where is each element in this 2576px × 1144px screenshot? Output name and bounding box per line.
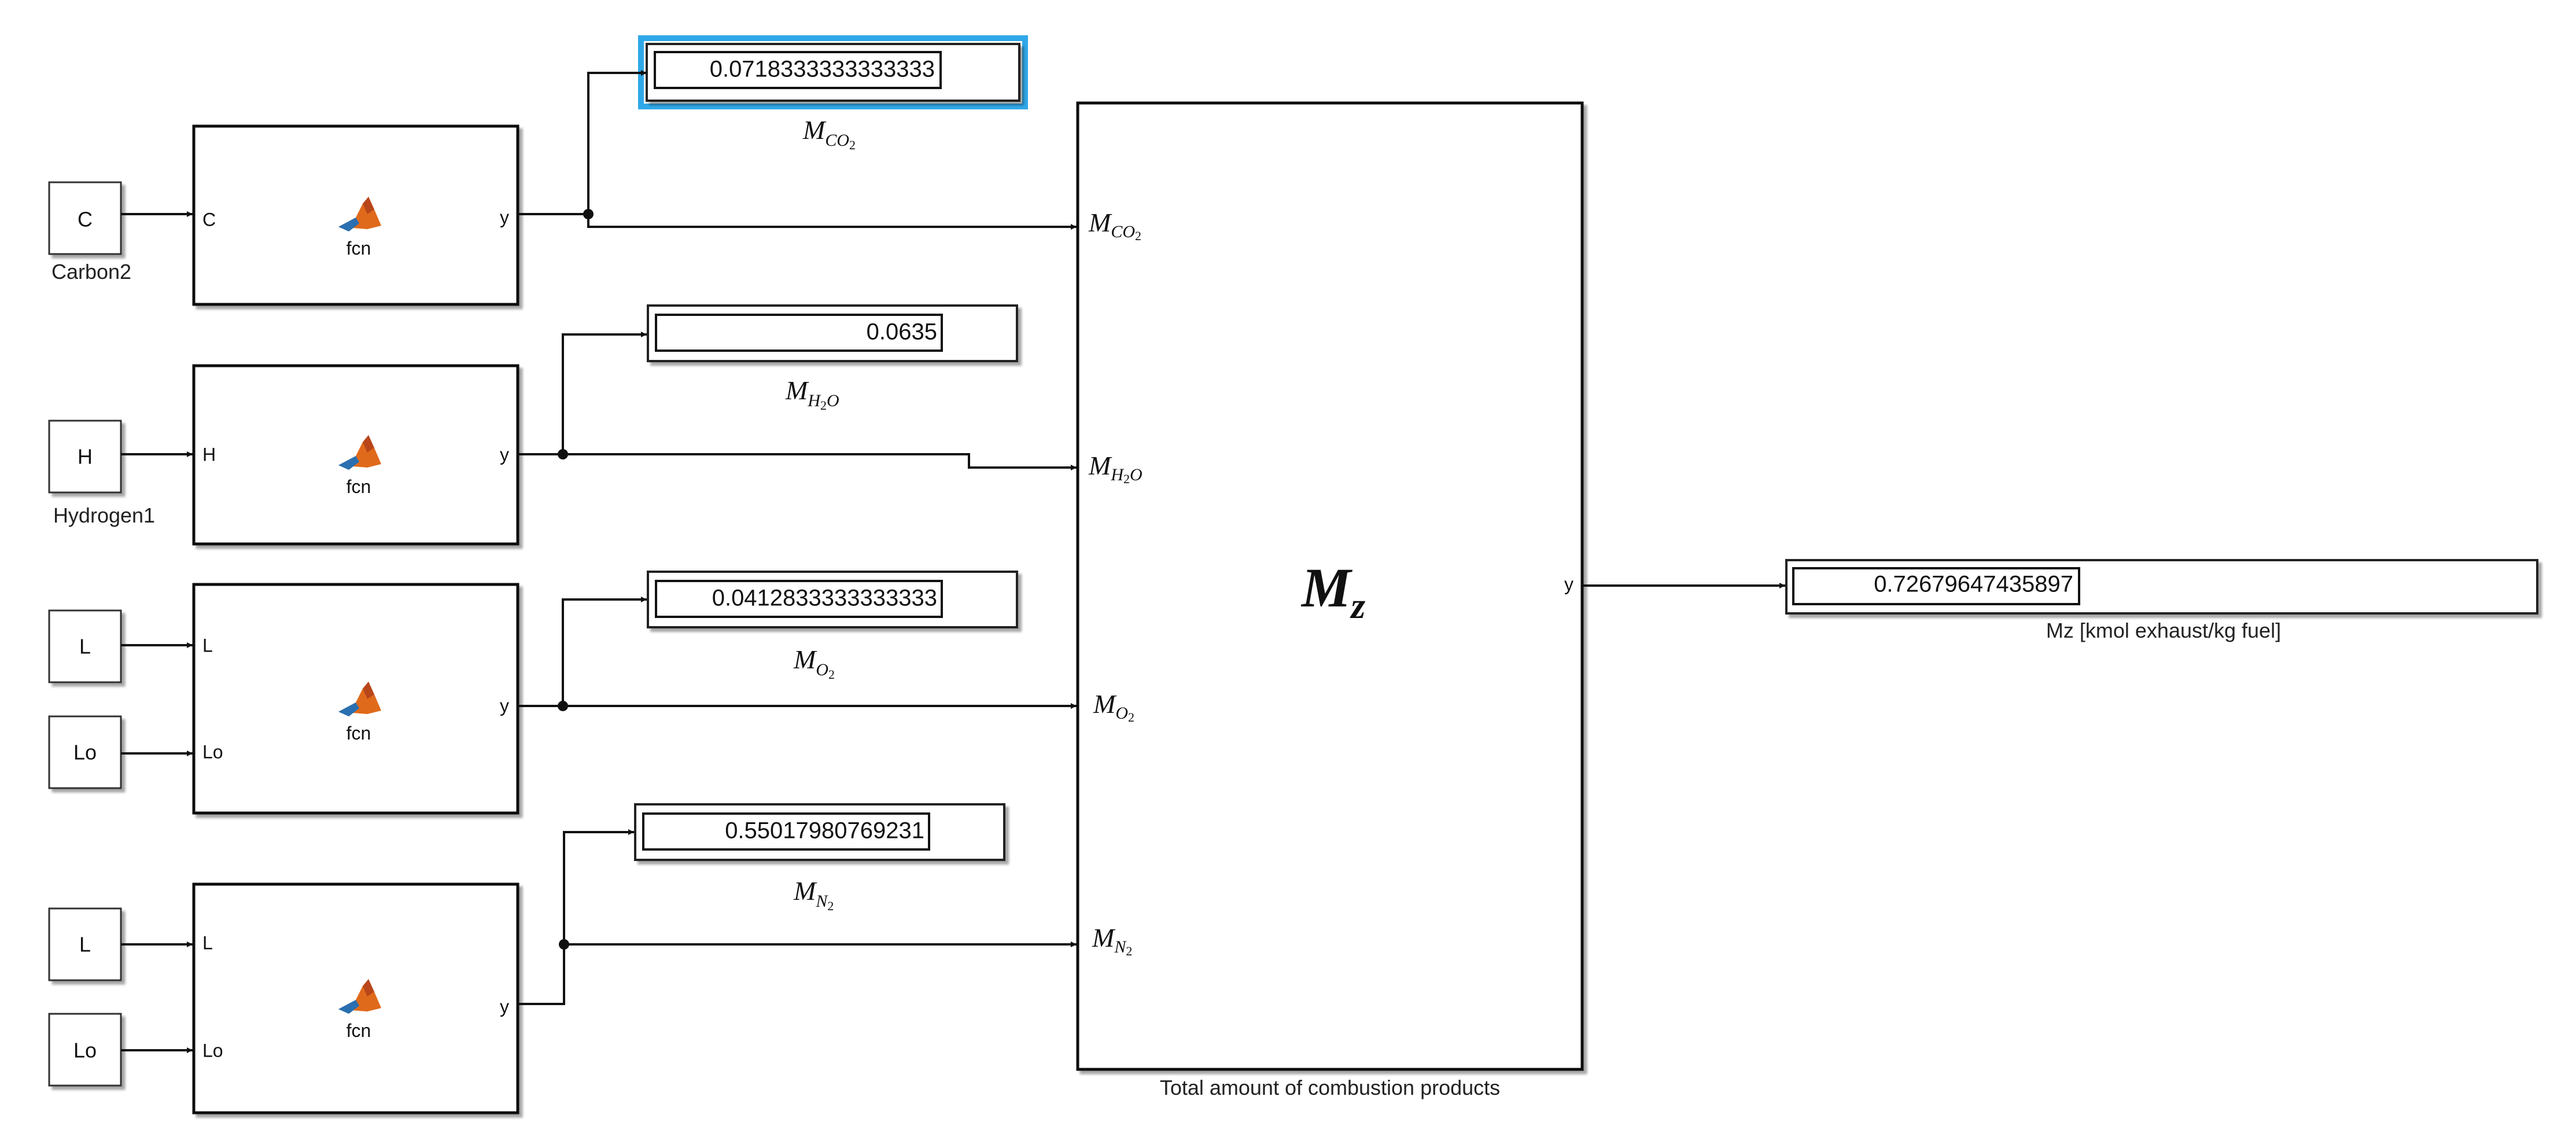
fcn-1-name: fcn xyxy=(347,238,371,259)
mz-port-n2: MN2 xyxy=(1092,923,1132,958)
signal-n2-display[interactable] xyxy=(518,829,634,1005)
fcn-2-output-port: y xyxy=(500,444,509,465)
fcn-4-input-port-l: L xyxy=(202,932,213,953)
matlab-logo-icon xyxy=(338,682,381,716)
fcn-4-name: fcn xyxy=(347,1020,371,1041)
display-mz-value: 0.72679647435897 xyxy=(1874,572,2073,597)
display-o2-value: 0.0412833333333333 xyxy=(712,586,937,611)
branch-dot-h2o xyxy=(558,449,568,459)
signal-lines xyxy=(121,70,1785,1053)
fcn-2-name: fcn xyxy=(347,476,371,497)
mz-port-h2o: MH2O xyxy=(1088,451,1143,486)
label-m-h2o: MH2O xyxy=(785,376,839,413)
display-co2-value: 0.0718333333333333 xyxy=(710,57,935,82)
fcn-2-input-port: H xyxy=(202,444,216,465)
branch-dot-o2 xyxy=(558,701,568,711)
signal-co2-mz[interactable] xyxy=(587,214,1077,230)
fcn-4-output-port: y xyxy=(500,996,509,1017)
display-n2[interactable]: 0.55017980769231 xyxy=(634,803,1005,861)
constant-block-lo-1[interactable]: Lo xyxy=(48,715,122,789)
label-m-n2: MN2 xyxy=(793,876,834,913)
fcn-3-name: fcn xyxy=(347,723,371,744)
fcn-1-output-port: y xyxy=(500,207,509,227)
constant-l-1-label: L xyxy=(79,635,91,659)
constant-block-h[interactable]: H xyxy=(48,420,122,494)
signal-o2-display[interactable] xyxy=(518,597,647,707)
fcn-3-output-port: y xyxy=(500,695,509,716)
branch-dot-co2 xyxy=(583,209,594,219)
matlab-logo-icon xyxy=(338,197,381,231)
fcn-1-input-port: C xyxy=(202,209,216,230)
fcn-3-input-port-lo: Lo xyxy=(202,741,223,762)
display-n2-value: 0.55017980769231 xyxy=(725,818,924,844)
fcn-block-4[interactable]: L Lo y fcn xyxy=(192,882,519,1114)
svg-text:MO2: MO2 xyxy=(793,645,835,682)
constant-lo-1-label: Lo xyxy=(73,741,97,764)
display-co2[interactable]: 0.0718333333333333 xyxy=(638,35,1028,109)
branch-points xyxy=(558,209,594,950)
display-mz-caption: Mz [kmol exhaust/kg fuel] xyxy=(2046,619,2281,642)
signal-h2o-mz[interactable] xyxy=(563,453,1077,470)
svg-text:MN2: MN2 xyxy=(793,876,834,913)
mz-block[interactable]: Mz y MCO2 MH2O MO2 MN2 xyxy=(1076,101,1584,1071)
mz-block-caption: Total amount of combustion products xyxy=(1160,1076,1500,1099)
constant-c-label: C xyxy=(78,208,93,231)
mz-port-co2: MCO2 xyxy=(1088,208,1141,243)
fcn-block-3[interactable]: L Lo y fcn xyxy=(192,583,519,815)
label-m-o2: MO2 xyxy=(793,645,835,682)
constant-block-c[interactable]: C xyxy=(48,181,122,255)
carbon-caption: Carbon2 xyxy=(51,260,131,284)
display-o2[interactable]: 0.0412833333333333 xyxy=(647,571,1018,628)
label-m-co2: MCO2 xyxy=(802,115,856,152)
svg-text:MCO2: MCO2 xyxy=(802,115,856,152)
signal-h2o-display[interactable] xyxy=(518,332,647,455)
constant-l-2-label: L xyxy=(79,933,91,957)
svg-text:MH2O: MH2O xyxy=(785,376,839,413)
branch-dot-n2 xyxy=(559,939,569,950)
mz-port-o2: MO2 xyxy=(1093,689,1134,724)
signal-co2-display[interactable] xyxy=(518,70,647,215)
constant-h-label: H xyxy=(78,445,93,469)
fcn-block-2[interactable]: H y fcn xyxy=(192,364,519,546)
fcn-3-input-port-l: L xyxy=(202,635,213,656)
constant-block-l-2[interactable]: L xyxy=(48,907,122,981)
hydrogen-caption: Hydrogen1 xyxy=(53,503,155,527)
matlab-logo-icon xyxy=(338,435,381,470)
fcn-block-1[interactable]: C y fcn xyxy=(192,124,519,306)
mz-block-output-port: y xyxy=(1564,573,1573,594)
fcn-4-input-port-lo: Lo xyxy=(202,1040,223,1061)
display-h2o-value: 0.0635 xyxy=(867,319,937,345)
constant-block-lo-2[interactable]: Lo xyxy=(48,1013,122,1087)
mz-block-title: Mz xyxy=(1300,557,1365,626)
constant-lo-2-label: Lo xyxy=(73,1039,97,1062)
display-mz[interactable]: 0.72679647435897 xyxy=(1785,559,2538,615)
display-h2o[interactable]: 0.0635 xyxy=(647,304,1018,362)
constant-block-l-1[interactable]: L xyxy=(48,609,122,683)
matlab-logo-icon xyxy=(338,979,381,1014)
